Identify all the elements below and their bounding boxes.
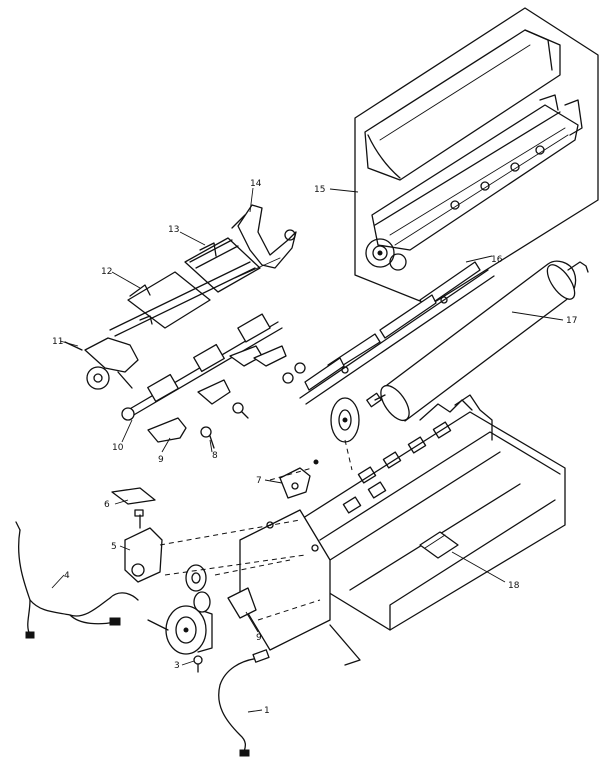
part-8-pins [200,362,306,449]
drive-gear-disk [330,397,360,443]
callout-18: 18 [508,581,520,591]
part-10-feed-roller-shaft [121,313,283,421]
callout-10: 10 [112,443,124,453]
part-4-wire-harness [15,521,139,639]
part-11-gear-assembly [64,337,139,390]
callout-9-lower: 9 [256,633,262,643]
part-3-screw [193,655,203,673]
stepper-motor [147,564,257,655]
part-5-motor-bracket [124,509,163,583]
callout-16: 16 [491,255,503,265]
callout-7: 7 [256,476,262,486]
callout-11: 11 [52,337,63,347]
part-1-cable [218,649,270,757]
main-chassis [239,394,566,666]
callout-1: 1 [264,706,270,716]
callout-5: 5 [111,542,117,552]
part-15-cover-assembly [354,7,599,306]
callout-9-upper: 9 [158,455,164,465]
callout-17: 17 [566,316,577,326]
callout-8: 8 [212,451,218,461]
part-9-roller-brackets [147,345,287,443]
part-13-carriage [184,237,281,293]
assembly-guide-lines [159,439,353,621]
part-12-carriage-frame [109,261,256,337]
callout-15: 15 [314,185,325,195]
part-17-platen-roller [366,260,589,422]
callout-6: 6 [104,500,110,510]
part-14-lever [231,204,297,269]
callout-12: 12 [101,267,112,277]
part-6-strip [111,487,156,505]
callout-4: 4 [64,571,70,581]
callout-14: 14 [250,179,262,189]
callout-13: 13 [168,225,179,235]
part-18-label [419,531,459,559]
part-16-paper-sensor [299,261,495,405]
part-7-sensor-bracket [279,459,319,499]
callout-3: 3 [174,661,180,671]
